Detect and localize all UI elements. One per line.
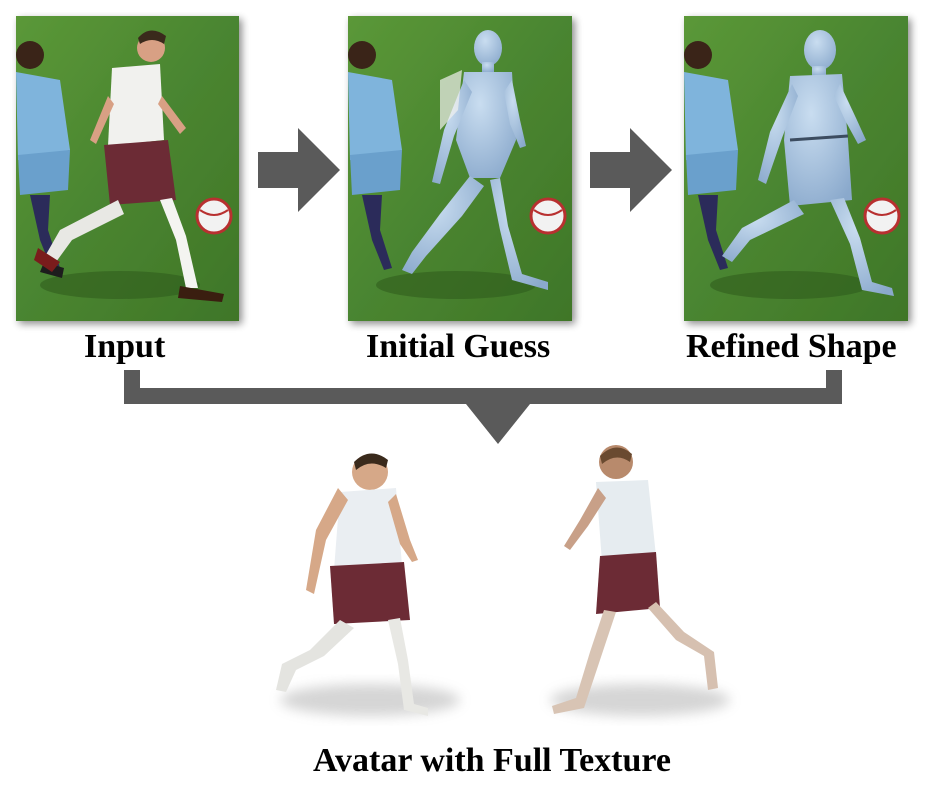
arrow-down-icon [466,404,530,444]
opponent-player [348,41,402,270]
merge-arrow [124,370,842,444]
avatar-back [550,445,730,716]
input-photo [16,30,233,302]
input-label: Input [84,328,166,365]
avatar-front [276,453,460,716]
refined-shape-photo [684,30,901,299]
arrow-right-icon [590,128,672,212]
arrow-right-icon [258,128,340,212]
refined-shape-label: Refined Shape [686,328,897,365]
soccer-ball [529,197,567,235]
body-model-refined [722,30,894,296]
body-model-initial [402,30,548,290]
soccer-ball [195,197,233,235]
initial-guess-photo [348,30,567,299]
opponent-player [684,41,738,270]
main-player [34,30,224,302]
soccer-ball [863,197,901,235]
avatar-label: Avatar with Full Texture [313,742,671,779]
initial-guess-label: Initial Guess [366,328,551,365]
